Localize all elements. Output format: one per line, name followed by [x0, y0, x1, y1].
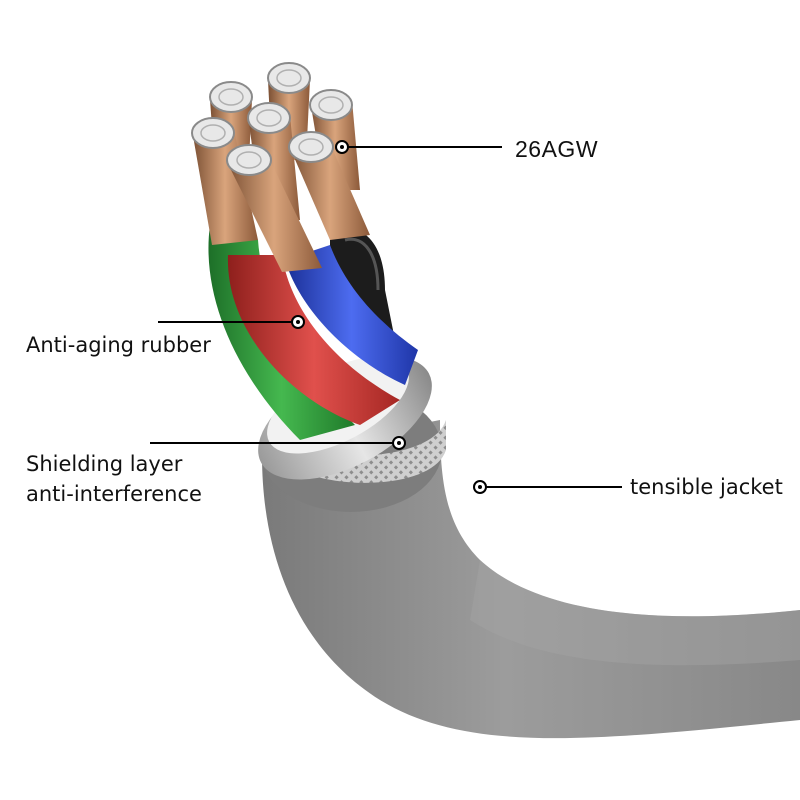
label-conductor-gauge: 26AGW — [515, 134, 598, 164]
label-tensible-jacket: tensible jacket — [630, 472, 783, 502]
label-shielding-line2: anti-interference — [26, 479, 202, 509]
label-anti-aging-rubber: Anti-aging rubber — [26, 330, 211, 360]
label-shielding-layer: Shielding layer anti-interference — [26, 449, 202, 509]
label-shielding-line1: Shielding layer — [26, 449, 202, 479]
